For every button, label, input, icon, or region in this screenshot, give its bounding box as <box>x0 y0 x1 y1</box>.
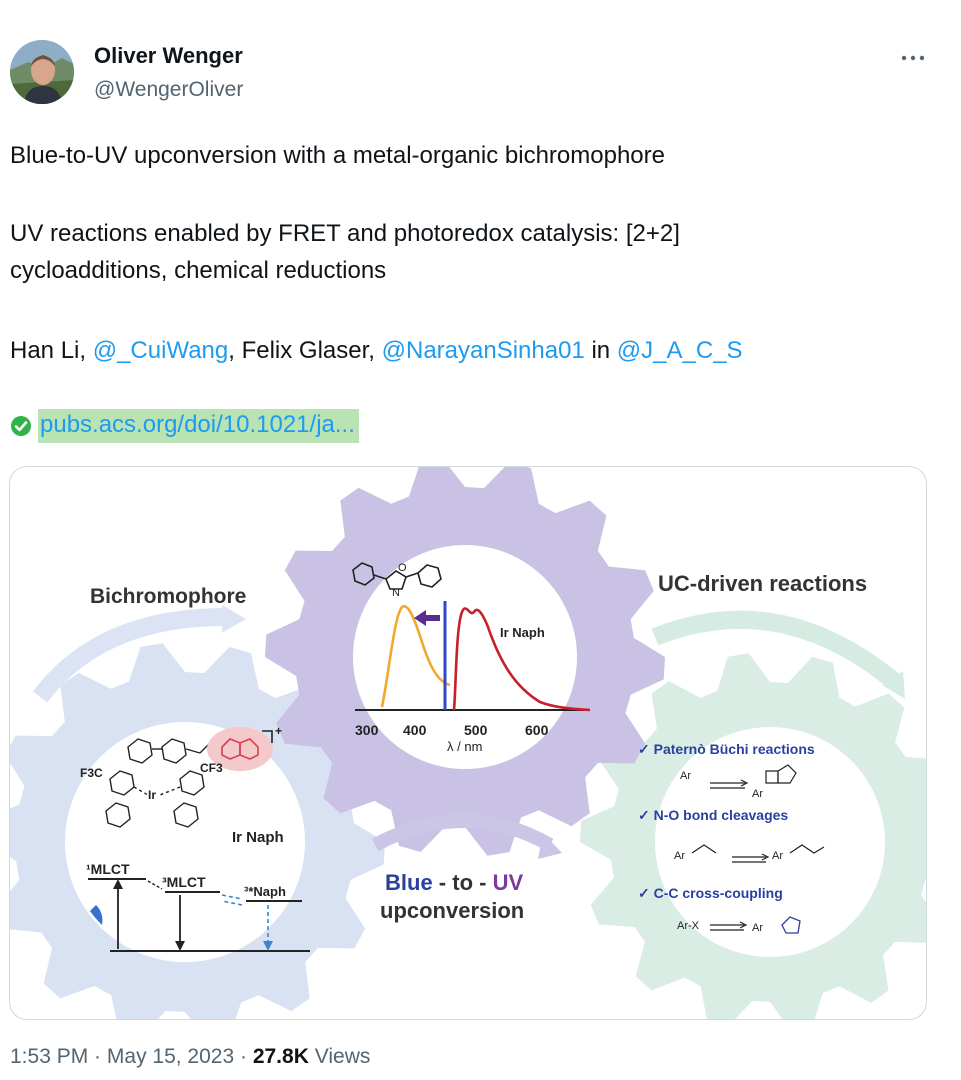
mlct1-label: ¹MLCT <box>86 861 130 877</box>
left-cycle-arrowhead <box>222 605 246 633</box>
lightning-icon <box>90 905 103 925</box>
ir-atom: Ir <box>148 788 156 802</box>
tweet-text-line-1: Blue-to-UV upconversion with a metal-org… <box>10 142 665 169</box>
link-row: pubs.acs.org/doi/10.1021/ja... <box>10 408 359 444</box>
energy-diagram <box>88 878 310 952</box>
views-label: Views <box>314 1045 371 1068</box>
right-gear <box>580 653 926 1019</box>
tweet-authors-line: Han Li, @_CuiWang, Felix Glaser, @Naraya… <box>10 337 743 365</box>
spectrum-series-label: Ir Naph <box>500 625 545 640</box>
authors-in: in <box>584 337 617 364</box>
reaction-schemes: Ar Ar Ar Ar Ar-X Ar <box>674 764 825 934</box>
mlct3-label: ³MLCT <box>162 874 206 890</box>
figure-card[interactable]: Bichromophore UC-driven reactions 300 40… <box>9 466 927 1020</box>
right-cycle-arrowhead <box>882 671 905 699</box>
complex-label: Ir Naph <box>232 829 284 846</box>
oxazole-n: N <box>392 587 400 599</box>
upconversion-label: upconversion <box>380 898 524 923</box>
tweet-text-line-2: UV reactions enabled by FRET and photore… <box>10 220 680 247</box>
tweet-text-line-3: cycloadditions, chemical reductions <box>10 257 387 284</box>
x-axis-label: λ / nm <box>447 739 482 754</box>
naph3-label: ³*Naph <box>244 884 286 899</box>
more-options-icon[interactable] <box>896 44 930 72</box>
reaction-3: ✓ C-C cross-coupling <box>638 885 783 901</box>
absorption-curve-orange <box>380 605 451 708</box>
gear-shape <box>265 467 665 856</box>
blue-to-uv-label: Blue - to - UV <box>385 870 523 895</box>
tweet-time[interactable]: 1:53 PM <box>10 1045 89 1068</box>
right-cycle-arrow <box>651 610 901 689</box>
center-cycle-arrowhead <box>538 833 562 859</box>
author-name[interactable]: Oliver Wenger <box>94 43 243 68</box>
center-cycle-arrow <box>371 814 554 852</box>
tweet-date[interactable]: May 15, 2023 <box>106 1045 235 1068</box>
reaction-2: ✓ N-O bond cleavages <box>638 807 788 823</box>
emission-curve-red <box>452 607 591 712</box>
graphical-abstract: Bichromophore UC-driven reactions 300 40… <box>10 467 926 1019</box>
gear-shape <box>580 653 926 1019</box>
x-tick-400: 400 <box>403 722 427 738</box>
avatar-image <box>10 40 74 104</box>
reaction-1: ✓ Paternò Büchi reactions <box>638 741 815 757</box>
ir-complex-structure <box>105 738 221 828</box>
left-cycle-arrow <box>32 608 226 703</box>
charge-bracket <box>262 730 273 743</box>
center-gear <box>265 467 665 856</box>
avatar[interactable] <box>10 40 74 104</box>
views-count: 27.8K <box>252 1045 309 1068</box>
emission-spectrum: 300 400 500 600 λ / nm Ir Naph <box>355 601 591 754</box>
authors-prefix: Han Li, <box>10 337 93 364</box>
oxazole-structure <box>352 562 442 590</box>
reaction-2-reactant: Ar <box>674 850 685 862</box>
meta-separator-1: · <box>88 1045 107 1068</box>
cf3-left-label: F3C <box>80 766 103 780</box>
bichromophore-title: Bichromophore <box>90 585 246 608</box>
reaction-3-reactant: Ar-X <box>677 920 700 932</box>
mention-cuiwang[interactable]: @_CuiWang <box>92 337 229 364</box>
cf3-right-label: CF3 <box>200 761 223 775</box>
authors-mid: , Felix Glaser, <box>228 337 382 364</box>
mention-narayansinha[interactable]: @NarayanSinha01 <box>381 337 585 364</box>
reaction-2-product: Ar <box>772 850 783 862</box>
reaction-1-product: Ar <box>752 788 763 800</box>
naphthalene-highlight <box>207 727 273 771</box>
uc-reactions-title: UC-driven reactions <box>658 571 867 596</box>
energy-transfer-arrow <box>414 610 440 626</box>
article-link[interactable]: pubs.acs.org/doi/10.1021/ja... <box>38 409 359 443</box>
charge-plus: + <box>275 724 282 738</box>
meta-separator-2: · <box>234 1045 253 1068</box>
reaction-3-product: Ar <box>752 922 763 934</box>
verified-check-icon <box>11 416 31 436</box>
x-tick-300: 300 <box>355 722 379 738</box>
oxazole-o: O <box>398 562 407 574</box>
reaction-1-reactant: Ar <box>680 770 691 782</box>
author-handle[interactable]: @WengerOliver <box>94 78 244 101</box>
reaction-list: ✓ Paternò Büchi reactions ✓ N-O bond cle… <box>638 741 815 901</box>
x-tick-600: 600 <box>525 722 549 738</box>
tweet-meta: 1:53 PM · May 15, 2023 · 27.8K Views <box>10 1045 370 1069</box>
mention-jacs[interactable]: @J_A_C_S <box>616 337 743 364</box>
x-tick-500: 500 <box>464 722 488 738</box>
